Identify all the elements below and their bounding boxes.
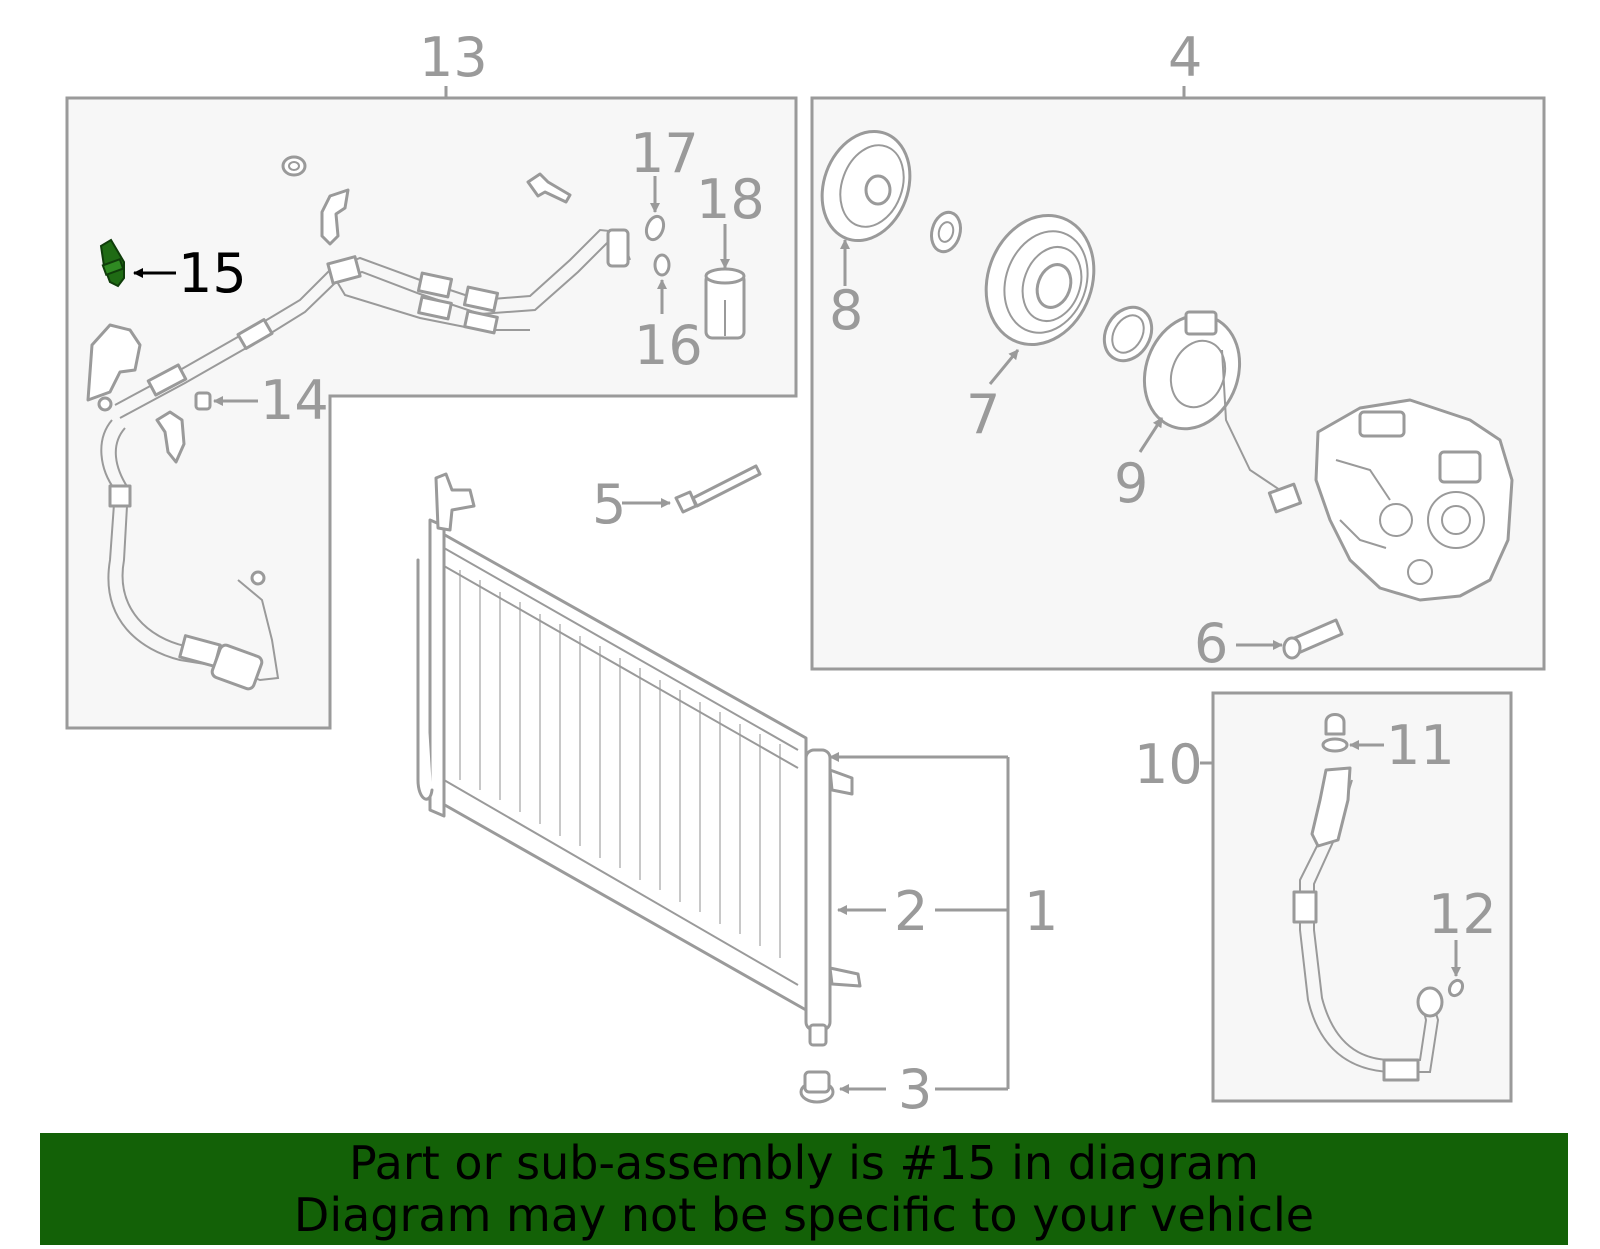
banner-line-1: Part or sub-assembly is #15 in diagram	[349, 1136, 1259, 1190]
callout-12: 12	[1428, 883, 1497, 946]
part-4-compressor-body	[1314, 398, 1514, 602]
callout-10: 10	[1134, 733, 1203, 796]
callout-3: 3	[898, 1058, 932, 1121]
part-17-o-ring	[644, 214, 666, 242]
callout-17: 17	[630, 122, 699, 185]
banner-line-2: Diagram may not be specific to your vehi…	[293, 1188, 1315, 1242]
hose-small-hardware	[155, 155, 572, 586]
part-5-bolt	[674, 464, 762, 514]
callout-15: 15	[178, 242, 247, 305]
part-14-cap	[194, 391, 212, 411]
part-4-shim	[930, 210, 962, 254]
part-1-condenser	[416, 472, 808, 1012]
callout-18: 18	[696, 168, 765, 231]
callout-9: 9	[1114, 452, 1148, 515]
part-notice-banner: Part or sub-assembly is #15 in diagram D…	[40, 1133, 1568, 1245]
callout-14: 14	[260, 369, 329, 432]
part-16-o-ring	[653, 253, 671, 277]
callout-4: 4	[1168, 26, 1202, 89]
part-6-relief-valve	[1282, 618, 1344, 660]
part-10-liquid-line	[1292, 766, 1444, 1082]
part-18-receiver-drier	[704, 267, 746, 340]
callout-1: 1	[1024, 880, 1058, 943]
part-2-receiver-tank	[804, 748, 862, 1047]
part-8-clutch-hub	[820, 129, 912, 243]
callout-11: 11	[1386, 714, 1455, 777]
part-11-valve-cap	[1321, 713, 1349, 753]
callout-6: 6	[1194, 612, 1228, 675]
callout-8: 8	[829, 279, 863, 342]
callout-5: 5	[592, 473, 626, 536]
part-snap-ring	[1102, 305, 1154, 363]
discharge-hose-assembly	[114, 228, 631, 419]
part-7-pulley	[984, 213, 1096, 347]
suction-hose-assembly	[86, 323, 280, 691]
callout-2: 2	[894, 880, 928, 943]
panel-10-box	[1211, 691, 1513, 1103]
part-3-drain-plug	[799, 1070, 835, 1104]
part-9-field-coil	[1142, 310, 1303, 514]
callout-16: 16	[634, 314, 703, 377]
callout-7: 7	[966, 383, 1000, 446]
part-15-pressure-switch	[99, 238, 125, 288]
part-12-o-ring	[1447, 978, 1465, 998]
callout-13: 13	[419, 26, 488, 89]
